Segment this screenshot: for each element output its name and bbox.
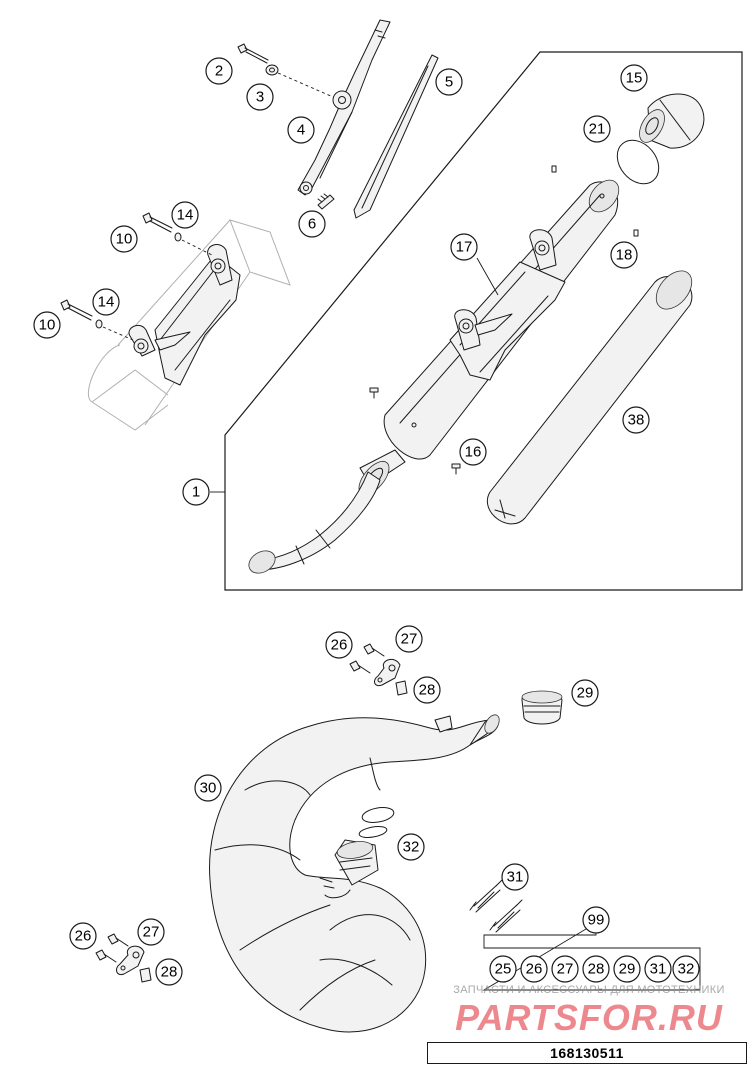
callout-28-upper[interactable]: 28 [413,676,441,704]
svg-text:99: 99 [588,912,605,929]
rubber-sleeve-29 [521,690,563,725]
svg-text:27: 27 [557,961,574,978]
svg-text:2: 2 [215,63,223,80]
callout-99[interactable]: 99 [582,906,610,934]
mounting-clamp-assembly [87,219,291,431]
callout-14-upper[interactable]: 14 [171,201,199,229]
svg-text:29: 29 [577,685,594,702]
svg-text:28: 28 [419,682,436,699]
bolt-10-upper [142,212,173,233]
svg-text:25: 25 [495,961,512,978]
svg-text:16: 16 [465,444,482,461]
svg-text:17: 17 [456,239,473,256]
svg-text:1: 1 [192,484,200,501]
svg-text:32: 32 [678,961,695,978]
springs-31 [469,879,523,933]
svg-text:31: 31 [507,869,524,886]
svg-text:30: 30 [200,780,217,797]
screw-16 [451,463,461,475]
exhaust-pipe-30 [209,714,500,1033]
svg-text:14: 14 [98,294,115,311]
callout-17[interactable]: 17 [450,233,478,261]
gasket-21 [616,139,660,185]
o-ring-32b [358,826,388,838]
kit-item[interactable]: 32 [672,955,700,983]
callout-15[interactable]: 15 [620,64,648,92]
svg-text:28: 28 [588,961,605,978]
svg-text:26: 26 [331,637,348,654]
svg-text:27: 27 [401,631,418,648]
callout-3[interactable]: 3 [246,83,274,111]
kit-item[interactable]: 25 [489,955,517,983]
kit-contents: 25 26 27 28 29 31 32 [489,955,700,983]
callout-1[interactable]: 1 [182,478,210,506]
kit-item[interactable]: 28 [582,955,610,983]
svg-text:18: 18 [616,247,633,264]
svg-text:29: 29 [619,961,636,978]
svg-text:10: 10 [39,317,56,334]
washer-14-lower [95,319,103,329]
svg-text:27: 27 [143,924,160,941]
kit-item[interactable]: 31 [644,955,672,983]
kit-item[interactable]: 26 [520,955,548,983]
diagram-code-box: 168130511 [427,1042,747,1064]
callout-14-lower[interactable]: 14 [92,288,120,316]
svg-text:31: 31 [650,961,667,978]
svg-text:14: 14 [177,207,194,224]
callout-18[interactable]: 18 [610,241,638,269]
svg-text:21: 21 [589,121,606,138]
svg-text:4: 4 [297,122,305,139]
callout-31[interactable]: 31 [501,863,529,891]
rivet-18 [633,229,639,237]
svg-text:38: 38 [628,412,645,429]
silencer-body [248,179,620,574]
callout-21[interactable]: 21 [583,115,611,143]
exhaust-bracket-set-upper [349,643,408,696]
exhaust-bracket-set-lower [95,933,152,983]
callout-4[interactable]: 4 [287,116,315,144]
svg-text:15: 15 [626,70,643,87]
svg-text:28: 28 [161,964,178,981]
screw-16b [369,387,379,399]
silencer-insulation-38 [487,270,693,525]
heat-guard-5 [353,54,439,219]
bolt-2 [237,43,269,64]
svg-text:5: 5 [445,74,453,91]
svg-text:6: 6 [308,216,316,233]
callout-16[interactable]: 16 [459,438,487,466]
svg-text:3: 3 [256,89,264,106]
svg-text:26: 26 [75,928,92,945]
bolt-10-lower [60,299,93,321]
callout-2[interactable]: 2 [205,57,233,85]
callout-5[interactable]: 5 [435,68,463,96]
callout-27-lower[interactable]: 27 [137,918,165,946]
o-ring-32a [361,807,395,823]
washer-3 [265,64,279,76]
callout-27-upper[interactable]: 27 [395,625,423,653]
callout-6[interactable]: 6 [298,210,326,238]
bolt-6 [317,193,335,210]
svg-text:32: 32 [403,839,420,856]
callout-38[interactable]: 38 [622,406,650,434]
diagram-code: 168130511 [550,1045,624,1061]
silencer-bracket [297,19,391,196]
svg-text:26: 26 [526,961,543,978]
end-cap-15 [639,93,705,149]
callout-10-upper[interactable]: 10 [110,225,138,253]
callout-26-lower[interactable]: 26 [69,922,97,950]
callout-10-lower[interactable]: 10 [33,311,61,339]
callout-30[interactable]: 30 [194,774,222,802]
kit-item[interactable]: 29 [613,955,641,983]
washer-14-upper [174,232,182,242]
callout-28-lower[interactable]: 28 [155,958,183,986]
leader-lines [210,257,701,991]
kit-item[interactable]: 27 [551,955,579,983]
svg-text:10: 10 [116,231,133,248]
callout-29[interactable]: 29 [571,679,599,707]
rivet-top [551,165,557,173]
callout-32[interactable]: 32 [397,833,425,861]
callout-26-upper[interactable]: 26 [325,631,353,659]
